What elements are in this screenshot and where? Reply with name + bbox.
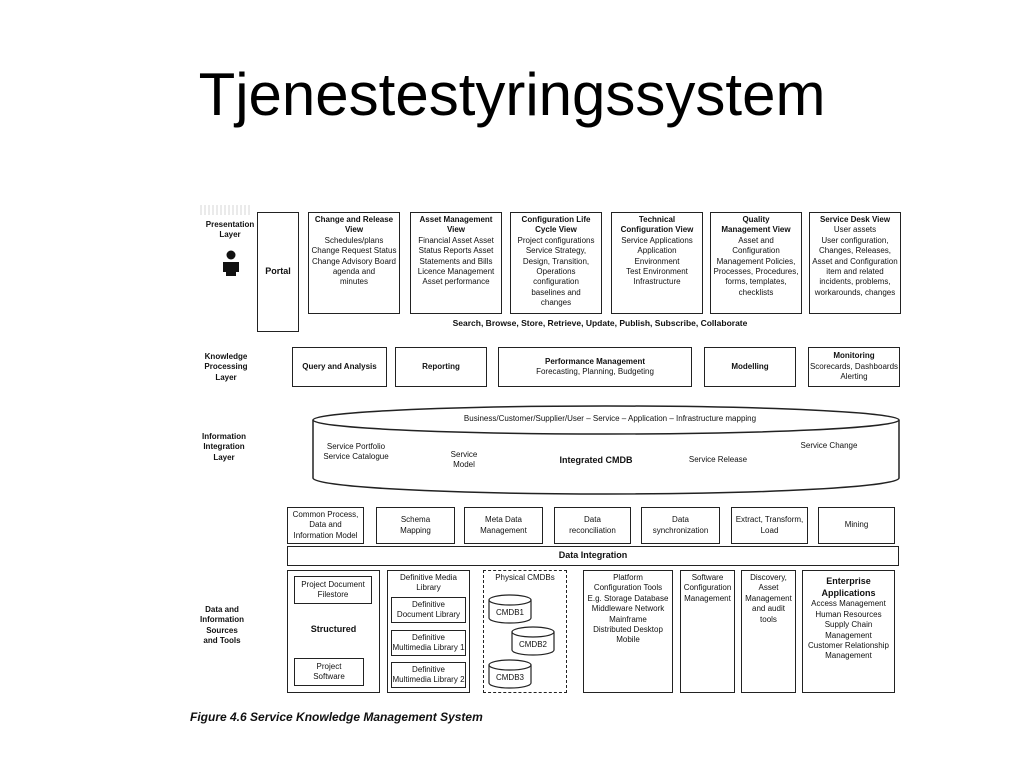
- cmdb2-label: CMDB2: [518, 640, 547, 649]
- enterprise-apps-box: Enterprise Applications Access Managemen…: [802, 570, 895, 693]
- presentation-actions: Search, Browse, Store, Retrieve, Update,…: [452, 318, 748, 328]
- reporting-label: Reporting: [422, 361, 460, 371]
- data-integration-box-4: Data reconciliation: [554, 507, 631, 544]
- enterprise-apps-body: Access Management Human Resources Supply…: [808, 599, 889, 661]
- modelling-box: Modelling: [704, 347, 796, 387]
- software-config-box: Software Configuration Management: [680, 570, 735, 693]
- service-change-text: Service Change: [800, 441, 858, 450]
- data-integration-box-5: Data synchronization: [641, 507, 720, 544]
- query-analysis-box: Query and Analysis: [292, 347, 387, 387]
- portal-label: Portal: [265, 266, 291, 277]
- presentation-view-body: Asset and Configuration Management Polic…: [713, 235, 799, 297]
- service-portfolio-text: Service Portfolio Service Catalogue: [323, 442, 389, 462]
- project-document-label: Project Document Filestore: [301, 579, 365, 599]
- data-integration-box-3: Meta Data Management: [464, 507, 543, 544]
- data-integration-bar: Data Integration: [287, 546, 899, 566]
- discovery-tools-label: Discovery, Asset Management and audit to…: [745, 573, 792, 624]
- presentation-view-body: Project configurations Service Strategy,…: [517, 235, 595, 308]
- layer-presentation-label: Presentation Layer: [205, 220, 255, 240]
- dml-document-box: Definitive Document Library: [391, 597, 466, 623]
- presentation-view-title: Technical Configuration View: [620, 215, 694, 235]
- cmdb3-cylinder: [488, 659, 532, 689]
- presentation-view-title: Service Desk View: [819, 215, 891, 224]
- layer-knowledge-label: Knowledge Processing Layer: [204, 352, 248, 382]
- performance-body: Forecasting, Planning, Budgeting: [536, 367, 654, 376]
- presentation-view-body: Service Applications Application Environ…: [621, 235, 693, 287]
- presentation-view-title: Configuration Life Cycle View: [521, 215, 591, 235]
- data-integration-box-label: Common Process, Data and Information Mod…: [292, 509, 359, 540]
- data-integration-label: Data Integration: [558, 550, 628, 561]
- project-document-box: Project Document Filestore: [294, 576, 372, 604]
- integrated-cmdb-text: Integrated CMDB: [559, 455, 633, 465]
- monitoring-title: Monitoring: [833, 351, 875, 361]
- platform-tools-box: Platform Configuration Tools E.g. Storag…: [583, 570, 673, 693]
- platform-tools-label: Platform Configuration Tools E.g. Storag…: [587, 573, 669, 645]
- presentation-view-title: Change and Release View: [314, 215, 394, 235]
- cmdb1-label: CMDB1: [495, 608, 524, 617]
- dml-label: Definitive Media Library: [400, 573, 457, 593]
- slide-title: Tjenestestyringssystem: [198, 61, 826, 128]
- cmdb1-cylinder: [488, 594, 532, 624]
- enterprise-apps-title: Enterprise Applications: [821, 576, 876, 598]
- portal-box: Portal: [257, 212, 299, 332]
- data-integration-box-label: Meta Data Management: [480, 515, 527, 535]
- dml-multimedia-1-box: Definitive Multimedia Library 1: [391, 630, 466, 656]
- cmdb2-cylinder: [511, 626, 555, 656]
- software-config-label: Software Configuration Management: [683, 573, 732, 603]
- dml-multimedia-2-box: Definitive Multimedia Library 2: [391, 662, 466, 688]
- monitoring-box: Monitoring Scorecards, Dashboards Alerti…: [808, 347, 900, 387]
- dml-document-label: Definitive Document Library: [396, 599, 461, 619]
- data-integration-box-2: Schema Mapping: [376, 507, 455, 544]
- project-software-label: Project Software: [313, 661, 345, 681]
- performance-title: Performance Management: [544, 356, 646, 366]
- physical-cmdbs-label: Physical CMDBs: [495, 573, 555, 582]
- presentation-view-body: Financial Asset Asset Status Reports Ass…: [417, 235, 495, 287]
- data-integration-box-label: Data reconciliation: [569, 515, 616, 535]
- service-model-text: Service Model: [450, 450, 478, 470]
- figure-caption: Figure 4.6 Service Knowledge Management …: [190, 710, 483, 724]
- layer-data-label: Data and Information Sources and Tools: [200, 605, 244, 646]
- performance-management-box: Performance Management Forecasting, Plan…: [498, 347, 692, 387]
- presentation-view-body: Schedules/plans Change Request Status Ch…: [311, 235, 397, 287]
- data-integration-box-1: Common Process, Data and Information Mod…: [287, 507, 364, 544]
- cmdb-mapping-text: Business/Customer/Supplier/User – Servic…: [463, 414, 757, 423]
- structured-label: Structured: [310, 624, 357, 634]
- reporting-box: Reporting: [395, 347, 487, 387]
- data-integration-box-label: Mining: [844, 520, 869, 530]
- scan-noise: [200, 205, 250, 215]
- data-integration-box-7: Mining: [818, 507, 895, 544]
- dml-multimedia-2-label: Definitive Multimedia Library 2: [392, 664, 465, 684]
- discovery-tools-box: Discovery, Asset Management and audit to…: [741, 570, 796, 693]
- presentation-view-body: User assets User configuration, Changes,…: [812, 225, 898, 297]
- data-integration-box-6: Extract, Transform, Load: [731, 507, 808, 544]
- project-software-box: Project Software: [294, 658, 364, 686]
- presentation-view-title: Quality Management View: [721, 215, 791, 235]
- user-icon: [220, 250, 242, 276]
- data-integration-box-label: Data synchronization: [652, 515, 709, 535]
- query-analysis-label: Query and Analysis: [302, 361, 377, 371]
- layer-information-label: Information Integration Layer: [202, 432, 246, 462]
- modelling-label: Modelling: [731, 361, 769, 371]
- dml-multimedia-1-label: Definitive Multimedia Library 1: [392, 632, 465, 652]
- data-integration-box-label: Schema Mapping: [400, 515, 431, 535]
- service-release-text: Service Release: [688, 455, 748, 464]
- monitoring-body: Scorecards, Dashboards Alerting: [809, 361, 899, 382]
- data-integration-box-label: Extract, Transform, Load: [735, 515, 804, 535]
- cmdb3-label: CMDB3: [495, 673, 524, 682]
- presentation-view-title: Asset Management View: [419, 215, 493, 235]
